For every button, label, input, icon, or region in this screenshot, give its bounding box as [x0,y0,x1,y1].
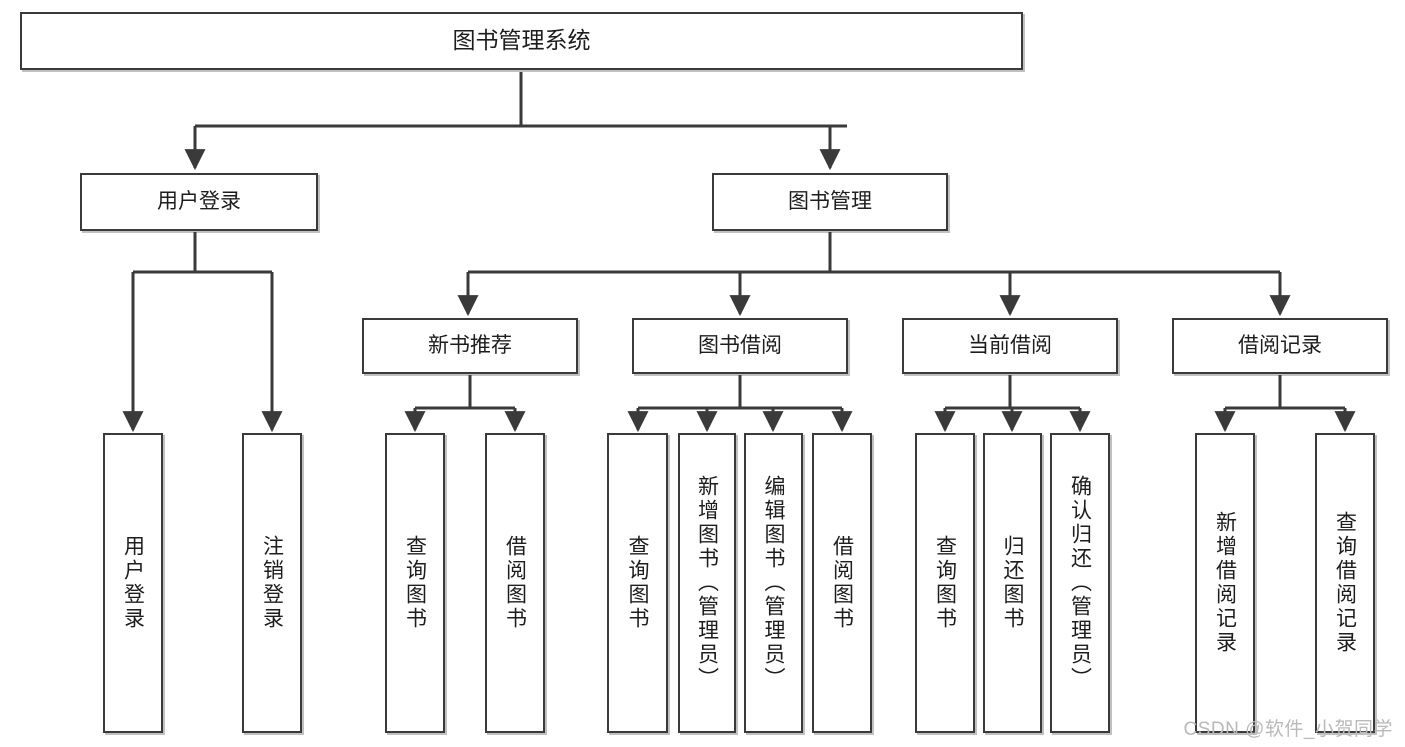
node-label: 图书管理系统 [452,27,591,54]
node-label: 用户登录 [157,190,241,214]
csdn-watermark: CSDN @软件_小贺同学 [1183,719,1393,740]
node-label: 图书借阅 [698,334,782,358]
node-label: 查询图书 [626,535,649,631]
node-label: 确认归还（管理员） [1068,475,1092,691]
leaf-edit-book-admin[interactable]: 编辑图书（管理员） [744,433,803,733]
leaf-borrow-book[interactable]: 借阅图书 [812,433,872,733]
leaf-query-book-new[interactable]: 查询图书 [385,433,445,733]
leaf-user-login[interactable]: 用户登录 [103,433,163,733]
node-user-login[interactable]: 用户登录 [80,173,318,231]
leaf-add-book-admin[interactable]: 新增图书（管理员） [678,433,736,733]
node-label: 新书推荐 [428,334,512,358]
node-root-system[interactable]: 图书管理系统 [20,12,1023,70]
node-current-borrow[interactable]: 当前借阅 [902,318,1118,374]
node-label: 新增图书（管理员） [695,475,719,691]
node-borrow-record[interactable]: 借阅记录 [1172,318,1388,374]
leaf-borrow-book-new[interactable]: 借阅图书 [485,433,545,733]
leaf-query-book-borrow[interactable]: 查询图书 [607,433,668,733]
node-book-borrow[interactable]: 图书借阅 [632,318,848,374]
leaf-confirm-return-admin[interactable]: 确认归还（管理员） [1050,433,1110,733]
node-book-management[interactable]: 图书管理 [712,173,948,231]
node-label: 借阅记录 [1238,334,1322,358]
node-label: 编辑图书（管理员） [762,475,785,691]
node-label: 当前借阅 [968,334,1052,358]
node-new-book-recommend[interactable]: 新书推荐 [362,318,578,374]
node-label: 注销登录 [260,535,284,631]
leaf-query-book-current[interactable]: 查询图书 [915,433,975,733]
leaf-return-book[interactable]: 归还图书 [983,433,1042,733]
node-label: 查询借阅记录 [1333,511,1357,655]
leaf-query-borrow-record[interactable]: 查询借阅记录 [1315,433,1375,733]
node-label: 归还图书 [1001,535,1024,631]
node-label: 图书管理 [788,190,872,214]
node-label: 借阅图书 [830,535,854,631]
node-label: 借阅图书 [503,535,527,631]
node-label: 查询图书 [933,535,957,631]
node-label: 用户登录 [121,535,145,631]
leaf-user-logout[interactable]: 注销登录 [242,433,302,733]
node-label: 新增借阅记录 [1213,511,1237,655]
node-label: 查询图书 [403,535,427,631]
leaf-add-borrow-record[interactable]: 新增借阅记录 [1195,433,1255,733]
